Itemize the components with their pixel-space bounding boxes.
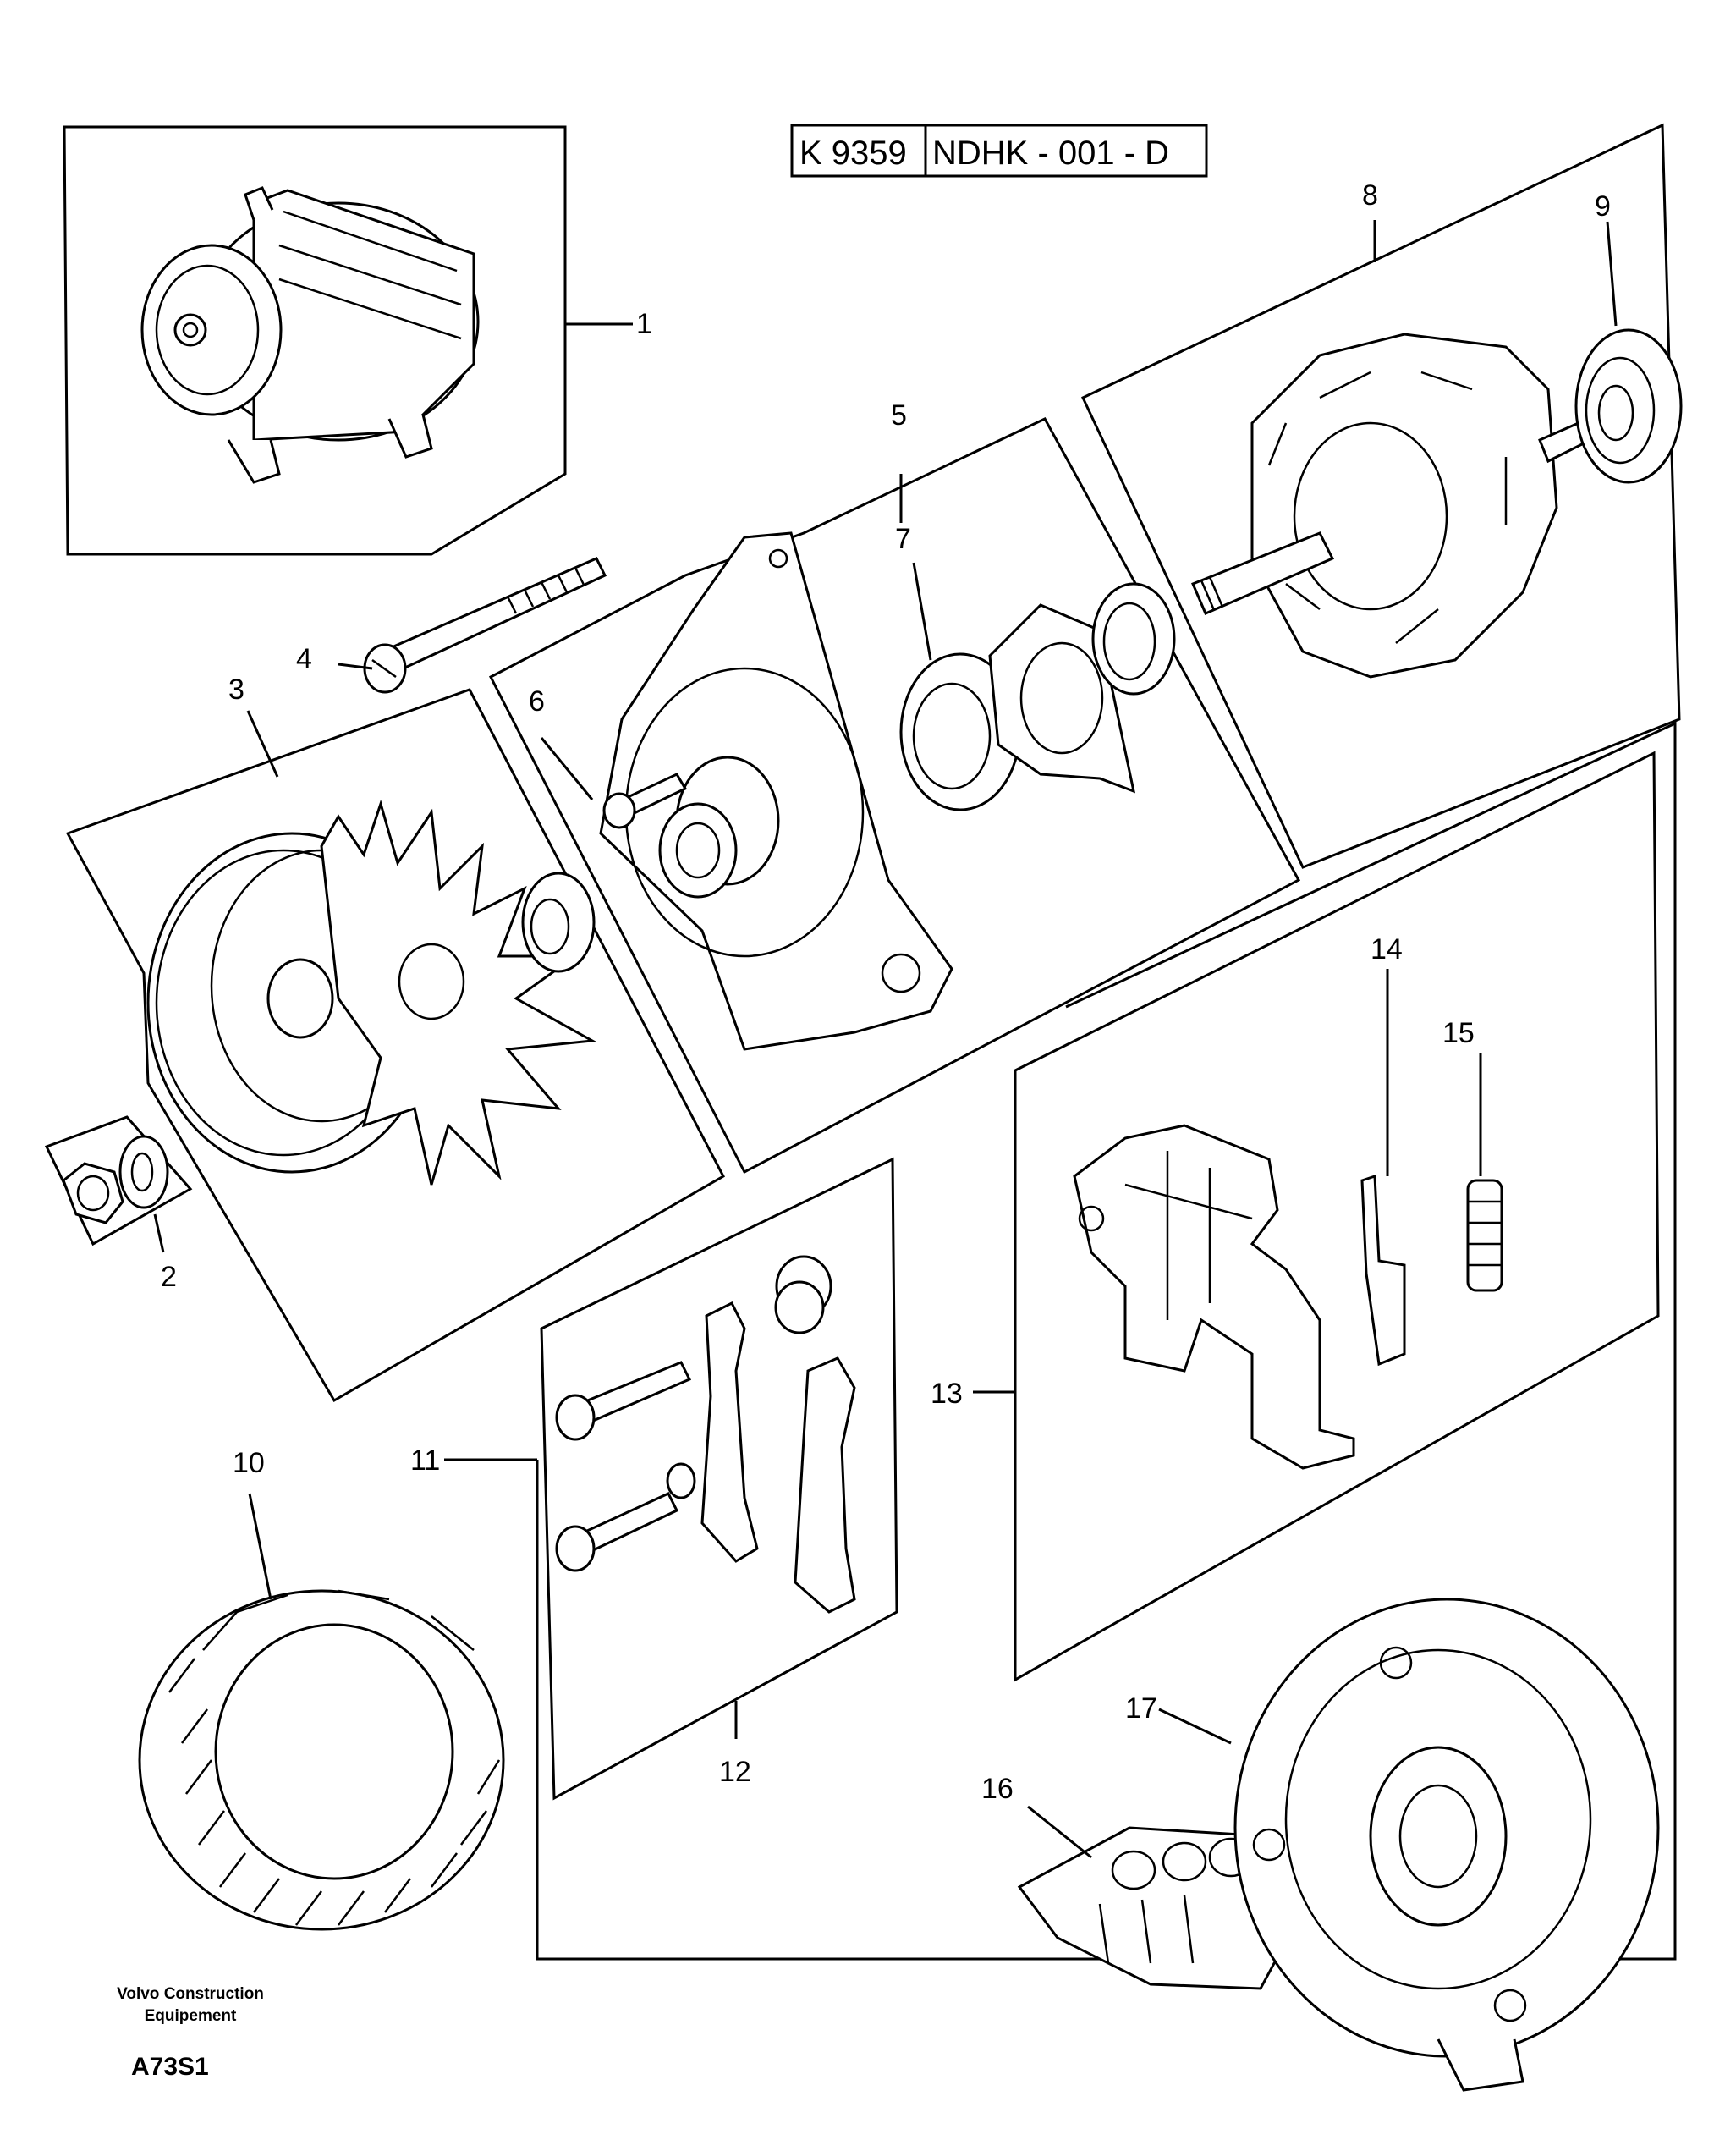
credit-line-2: Equipement	[145, 2007, 237, 2025]
callout-labels: 1 2 3 4 5 6 7 8 9 10 11 12 13 14 15 16 1…	[161, 179, 1611, 1805]
screws-drawing	[555, 1255, 832, 1572]
callout-4: 4	[296, 643, 312, 675]
panel-rotor	[1081, 123, 1683, 869]
panel-brush-holder	[1014, 751, 1660, 1682]
credit-line-1: Volvo Construction	[117, 1985, 264, 2003]
fan-drawing	[320, 799, 596, 1186]
panel-alternator-assembly	[63, 125, 567, 556]
panel-nut-washer	[44, 1115, 193, 1246]
spring-15-drawing	[1466, 1179, 1503, 1292]
seal-ring-drawing	[1091, 582, 1176, 696]
rotor-drawing	[1191, 333, 1618, 679]
callout-14: 14	[1371, 933, 1403, 965]
callout-6: 6	[529, 685, 545, 718]
callout-16: 16	[981, 1773, 1014, 1805]
callout-2: 2	[161, 1261, 177, 1293]
panel-pulley-fan	[65, 688, 725, 1403]
panel-drive-end-frame	[488, 417, 1301, 1175]
spacer-drawing	[521, 872, 596, 973]
brush-holder-drawing	[1073, 1124, 1355, 1470]
callout-5: 5	[891, 399, 907, 432]
callout-1: 1	[636, 308, 652, 340]
screw-6-drawing	[602, 773, 688, 829]
header-code-box: K 9359 NDHK - 001 - D	[790, 124, 1208, 178]
part-code: K 9359	[799, 135, 907, 172]
drive-end-frame-drawing	[599, 531, 953, 1051]
contact-plates-drawing	[700, 1301, 856, 1614]
callout-7: 7	[895, 523, 911, 555]
callout-9: 9	[1595, 190, 1611, 223]
callout-17: 17	[1125, 1692, 1157, 1725]
callout-15: 15	[1442, 1017, 1475, 1049]
drawing-code: NDHK - 001 - D	[932, 135, 1169, 172]
figure-code: A73S1	[131, 2053, 209, 2081]
callout-3: 3	[228, 674, 244, 706]
callout-10: 10	[233, 1447, 265, 1479]
leader-lines	[153, 220, 1618, 1859]
callout-11: 11	[410, 1444, 440, 1477]
callout-8: 8	[1362, 179, 1378, 212]
panel-brush-plates	[540, 1157, 898, 1801]
end-frame-drawing	[1233, 1598, 1660, 2092]
bearing-9-drawing	[1574, 328, 1683, 484]
callout-13: 13	[931, 1378, 963, 1410]
footer: Volvo Construction Equipement A73S1	[117, 1985, 264, 2081]
frame-11	[536, 721, 1677, 1961]
nut-washer-drawing	[62, 1135, 169, 1224]
brush-14-drawing	[1360, 1174, 1406, 1367]
stator-drawing	[138, 1589, 505, 1931]
callout-12: 12	[719, 1756, 751, 1788]
alternator-assembly-drawing	[140, 186, 480, 484]
long-bolt-drawing	[363, 557, 607, 694]
